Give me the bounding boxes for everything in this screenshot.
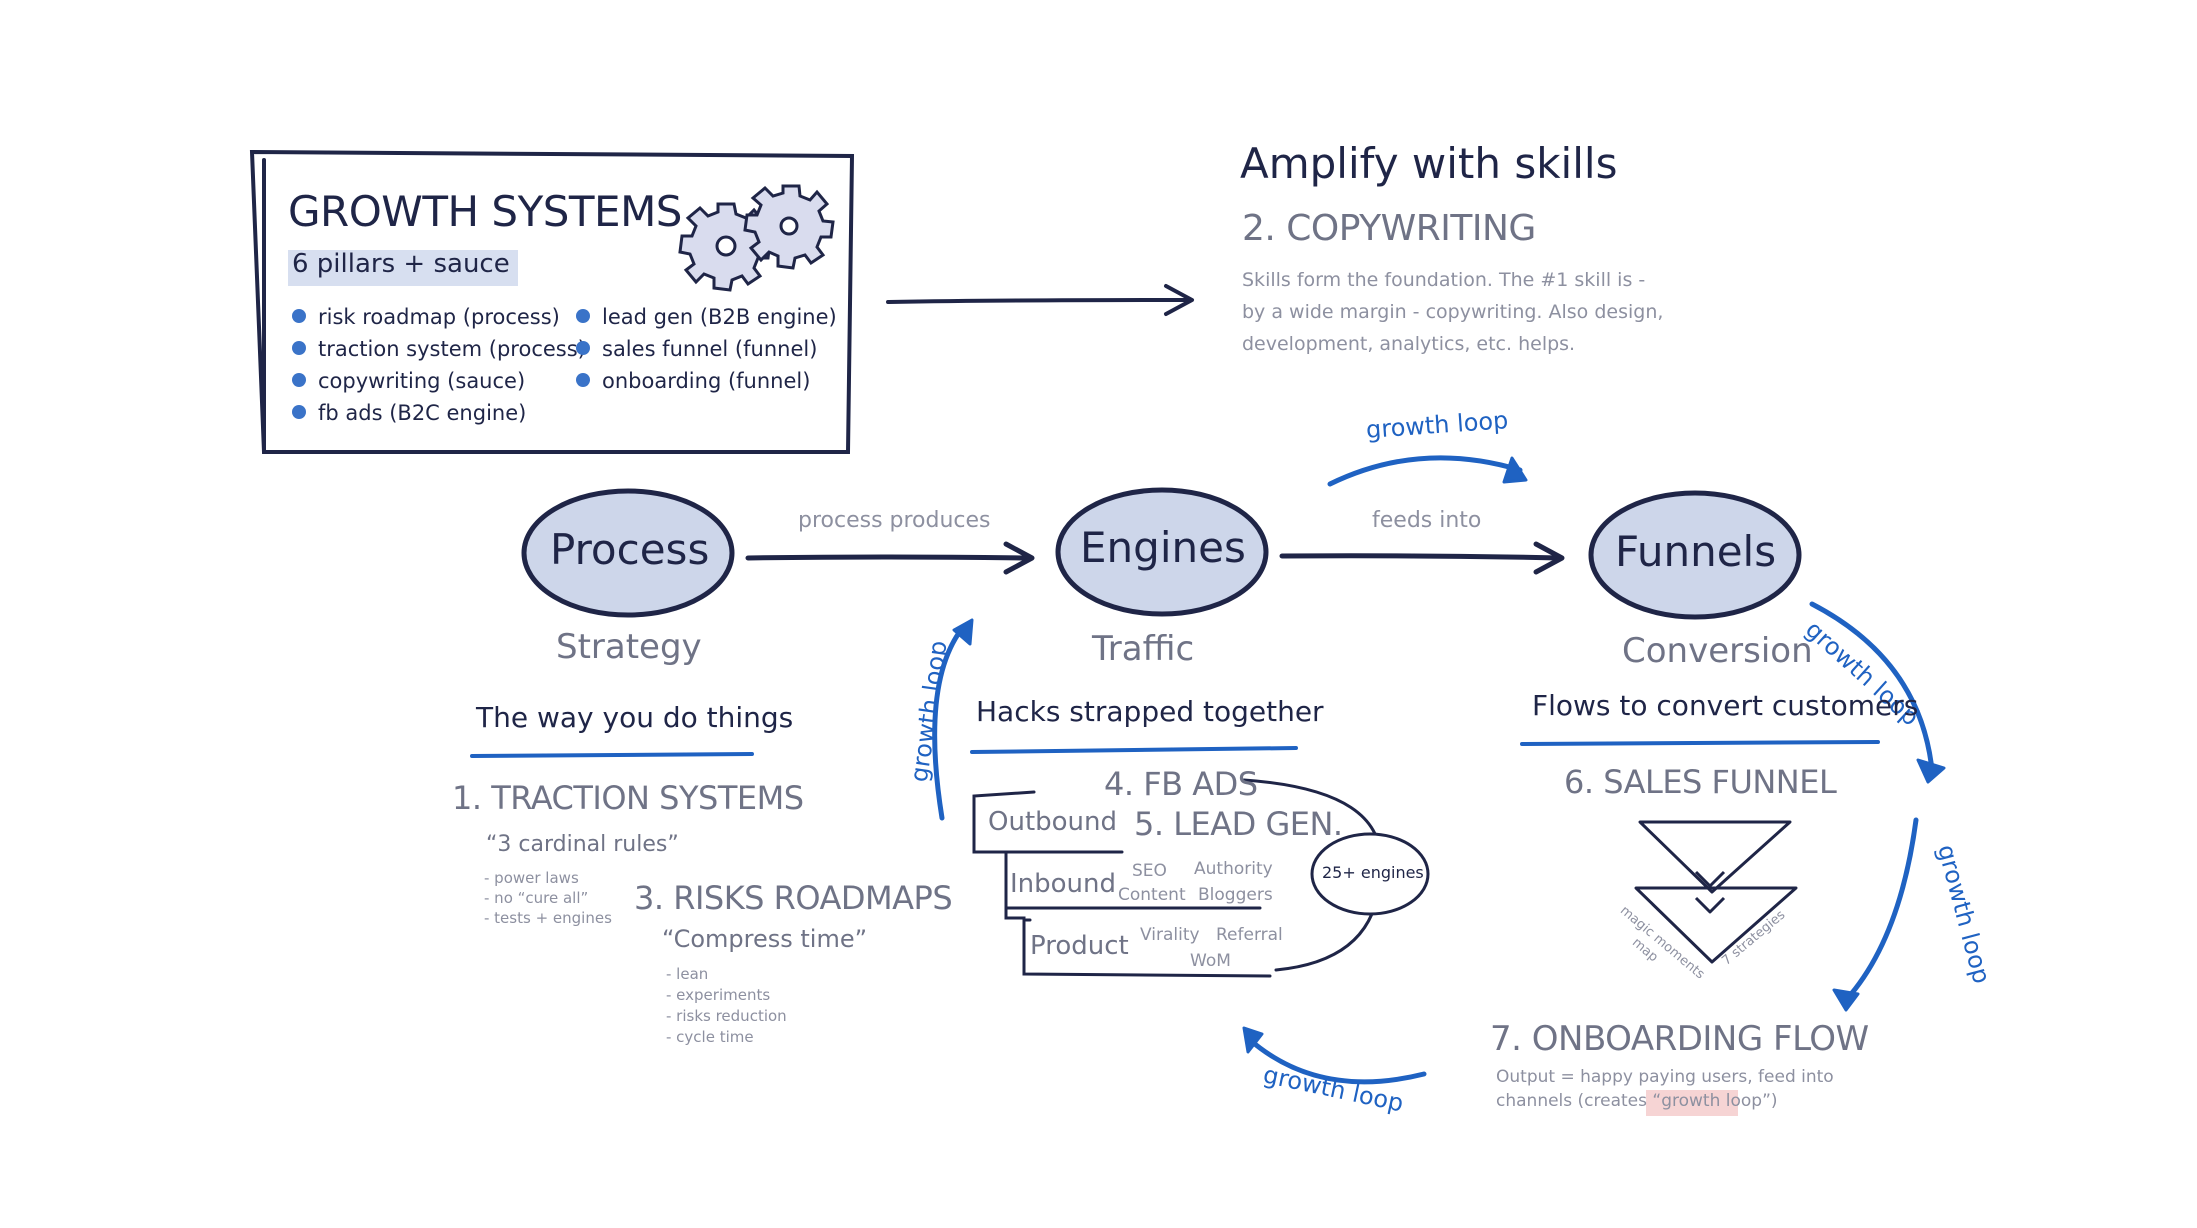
tagline-underlines (470, 740, 1880, 758)
onboarding-output-line: Output = happy paying users, feed into (1496, 1067, 1834, 1087)
amplify-body-line: development, analytics, etc. helps. (1242, 333, 1576, 355)
engines-node-shape (1055, 487, 1269, 617)
traction-item: - power laws (484, 869, 579, 887)
sales-funnel-title: 6. SALES FUNNEL (1564, 763, 1837, 801)
list-item: onboarding (funnel) (576, 369, 837, 401)
content-label: Content (1118, 885, 1186, 905)
bloggers-label: Bloggers (1198, 885, 1273, 905)
risks-item: - experiments (666, 986, 771, 1004)
arrow-to-amplify (886, 284, 1194, 316)
growth-systems-subtitle: 6 pillars + sauce (292, 249, 510, 279)
amplify-title: 2. COPYWRITING (1242, 208, 1536, 249)
funnels-node-label: Funnels (1615, 527, 1777, 576)
wom-label: WoM (1190, 951, 1231, 971)
product-label: Product (1030, 931, 1129, 961)
growth-loop-arrowheads (952, 456, 1946, 1054)
engine-boxes (972, 778, 1430, 978)
amplify-body-line: by a wide margin - copywriting. Also des… (1242, 301, 1664, 323)
traction-item: - no “cure all” (484, 889, 589, 907)
growth-systems-list-left: risk roadmap (process) traction system (… (292, 305, 586, 433)
risks-roadmaps-title: 3. RISKS ROADMAPS (634, 879, 953, 917)
list-item: risk roadmap (process) (292, 305, 586, 337)
conversion-label: Conversion (1622, 631, 1813, 671)
list-item: traction system (process) (292, 337, 586, 369)
growth-systems-box (249, 149, 855, 454)
growth-loop-highlight (1646, 1090, 1738, 1116)
traffic-tagline: Hacks strapped together (976, 695, 1324, 728)
engines-node-label: Engines (1080, 523, 1246, 572)
traction-systems-title: 1. TRACTION SYSTEMS (452, 779, 804, 817)
node-shapes (521, 487, 1802, 620)
engines-count-label: 25+ engines (1322, 863, 1424, 882)
gears-icon (678, 184, 835, 292)
funnels-node-shape (1588, 490, 1802, 620)
lead-gen-title: 5. LEAD GEN. (1134, 805, 1343, 843)
onboarding-flow-title: 7. ONBOARDING FLOW (1490, 1019, 1869, 1059)
onboarding-line-suffix: ”) (1762, 1091, 1778, 1111)
growth-loop-highlight-text: growth loop (1661, 1091, 1763, 1111)
edge-label-process-produces: process produces (798, 508, 991, 533)
outbound-label: Outbound (988, 807, 1118, 837)
risks-item: - cycle time (666, 1028, 754, 1046)
list-item: copywriting (sauce) (292, 369, 586, 401)
node-arrows (745, 541, 1565, 575)
onboarding-output-line: channels (creates “growth loop”) (1496, 1091, 1778, 1112)
amplify-body-line: Skills form the foundation. The #1 skill… (1242, 269, 1646, 291)
list-item: sales funnel (funnel) (576, 337, 837, 369)
authority-label: Authority (1194, 859, 1273, 879)
process-node-shape (521, 488, 735, 618)
strategy-label: Strategy (556, 627, 702, 667)
virality-label: Virality (1140, 925, 1200, 945)
growth-loop-arrows (932, 455, 1935, 1085)
sales-funnel-shape (1634, 820, 1798, 964)
edge-label-feeds-into: feeds into (1372, 508, 1482, 533)
subtitle-highlight (288, 250, 518, 286)
risks-item: - risks reduction (666, 1007, 787, 1025)
process-node-label: Process (550, 525, 710, 574)
seo-label: SEO (1132, 861, 1167, 881)
risks-quote: “Compress time” (662, 925, 868, 953)
list-item: lead gen (B2B engine) (576, 305, 837, 337)
fb-ads-title: 4. FB ADS (1104, 765, 1258, 803)
growth-systems-title: GROWTH SYSTEMS (288, 187, 682, 236)
referral-label: Referral (1216, 925, 1283, 945)
amplify-heading: Amplify with skills (1240, 139, 1618, 188)
conversion-tagline: Flows to convert customers (1532, 689, 1919, 722)
onboarding-line-prefix: channels (creates “ (1496, 1091, 1662, 1111)
traffic-label: Traffic (1092, 629, 1195, 669)
inbound-label: Inbound (1010, 869, 1117, 899)
strategy-tagline: The way you do things (476, 701, 794, 734)
traction-item: - tests + engines (484, 909, 612, 927)
risks-item: - lean (666, 965, 709, 983)
traction-quote: “3 cardinal rules” (486, 832, 679, 857)
growth-systems-list-right: lead gen (B2B engine) sales funnel (funn… (576, 305, 837, 401)
list-item: fb ads (B2C engine) (292, 401, 586, 433)
